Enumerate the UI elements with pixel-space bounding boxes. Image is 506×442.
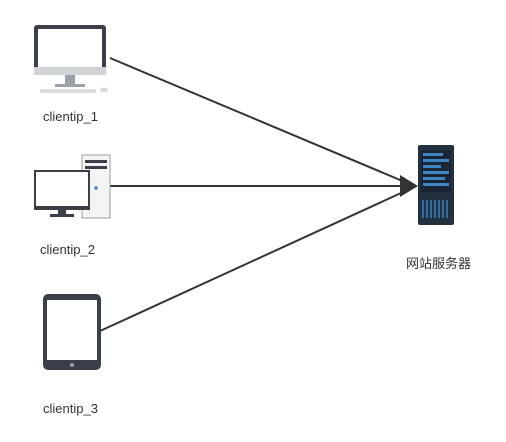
server-label: 网站服务器 bbox=[406, 256, 472, 271]
desktop-tower-icon bbox=[34, 154, 111, 219]
client-3-label: clientip_3 bbox=[43, 401, 98, 416]
tablet-icon bbox=[43, 294, 101, 370]
edge-client-3-to-server bbox=[99, 187, 413, 332]
edges bbox=[99, 57, 418, 332]
arrowhead-icon bbox=[400, 175, 418, 197]
server-rack-icon bbox=[418, 145, 454, 225]
client-1-label: clientip_1 bbox=[43, 109, 98, 124]
client-2-label: clientip_2 bbox=[40, 242, 95, 257]
desktop-monitor-icon bbox=[34, 25, 108, 93]
edge-client-1-to-server bbox=[109, 57, 413, 186]
